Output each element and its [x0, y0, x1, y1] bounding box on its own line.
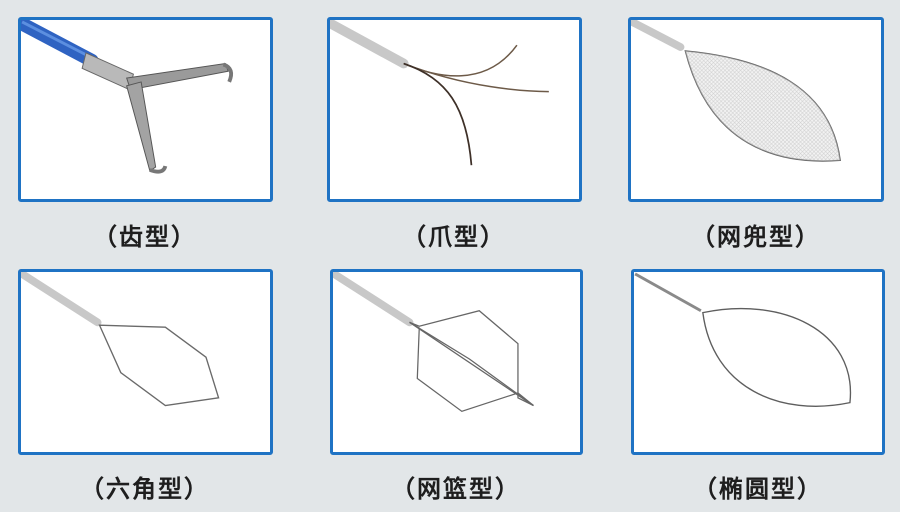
- toothed-forceps-image: [21, 20, 234, 174]
- net-retriever-image: [631, 20, 841, 162]
- basket-retriever-image: [333, 272, 534, 413]
- product-card-oval: [631, 269, 885, 455]
- caption-basket: （网篮型）: [391, 475, 521, 503]
- caption-oval: （椭圆型）: [693, 475, 823, 503]
- product-card-toothed: [18, 17, 273, 202]
- product-card-basket: [330, 269, 583, 455]
- product-card-net: [628, 17, 884, 202]
- caption-toothed: （齿型）: [93, 223, 197, 251]
- caption-claw: （爪型）: [402, 223, 506, 251]
- product-card-hexagonal: [18, 269, 273, 455]
- oval-snare-image: [634, 272, 852, 407]
- product-card-claw: [327, 17, 582, 202]
- hexagonal-snare-image: [21, 272, 220, 407]
- caption-hexagonal: （六角型）: [80, 475, 210, 503]
- caption-net: （网兜型）: [691, 223, 821, 251]
- claw-grasper-image: [330, 20, 549, 166]
